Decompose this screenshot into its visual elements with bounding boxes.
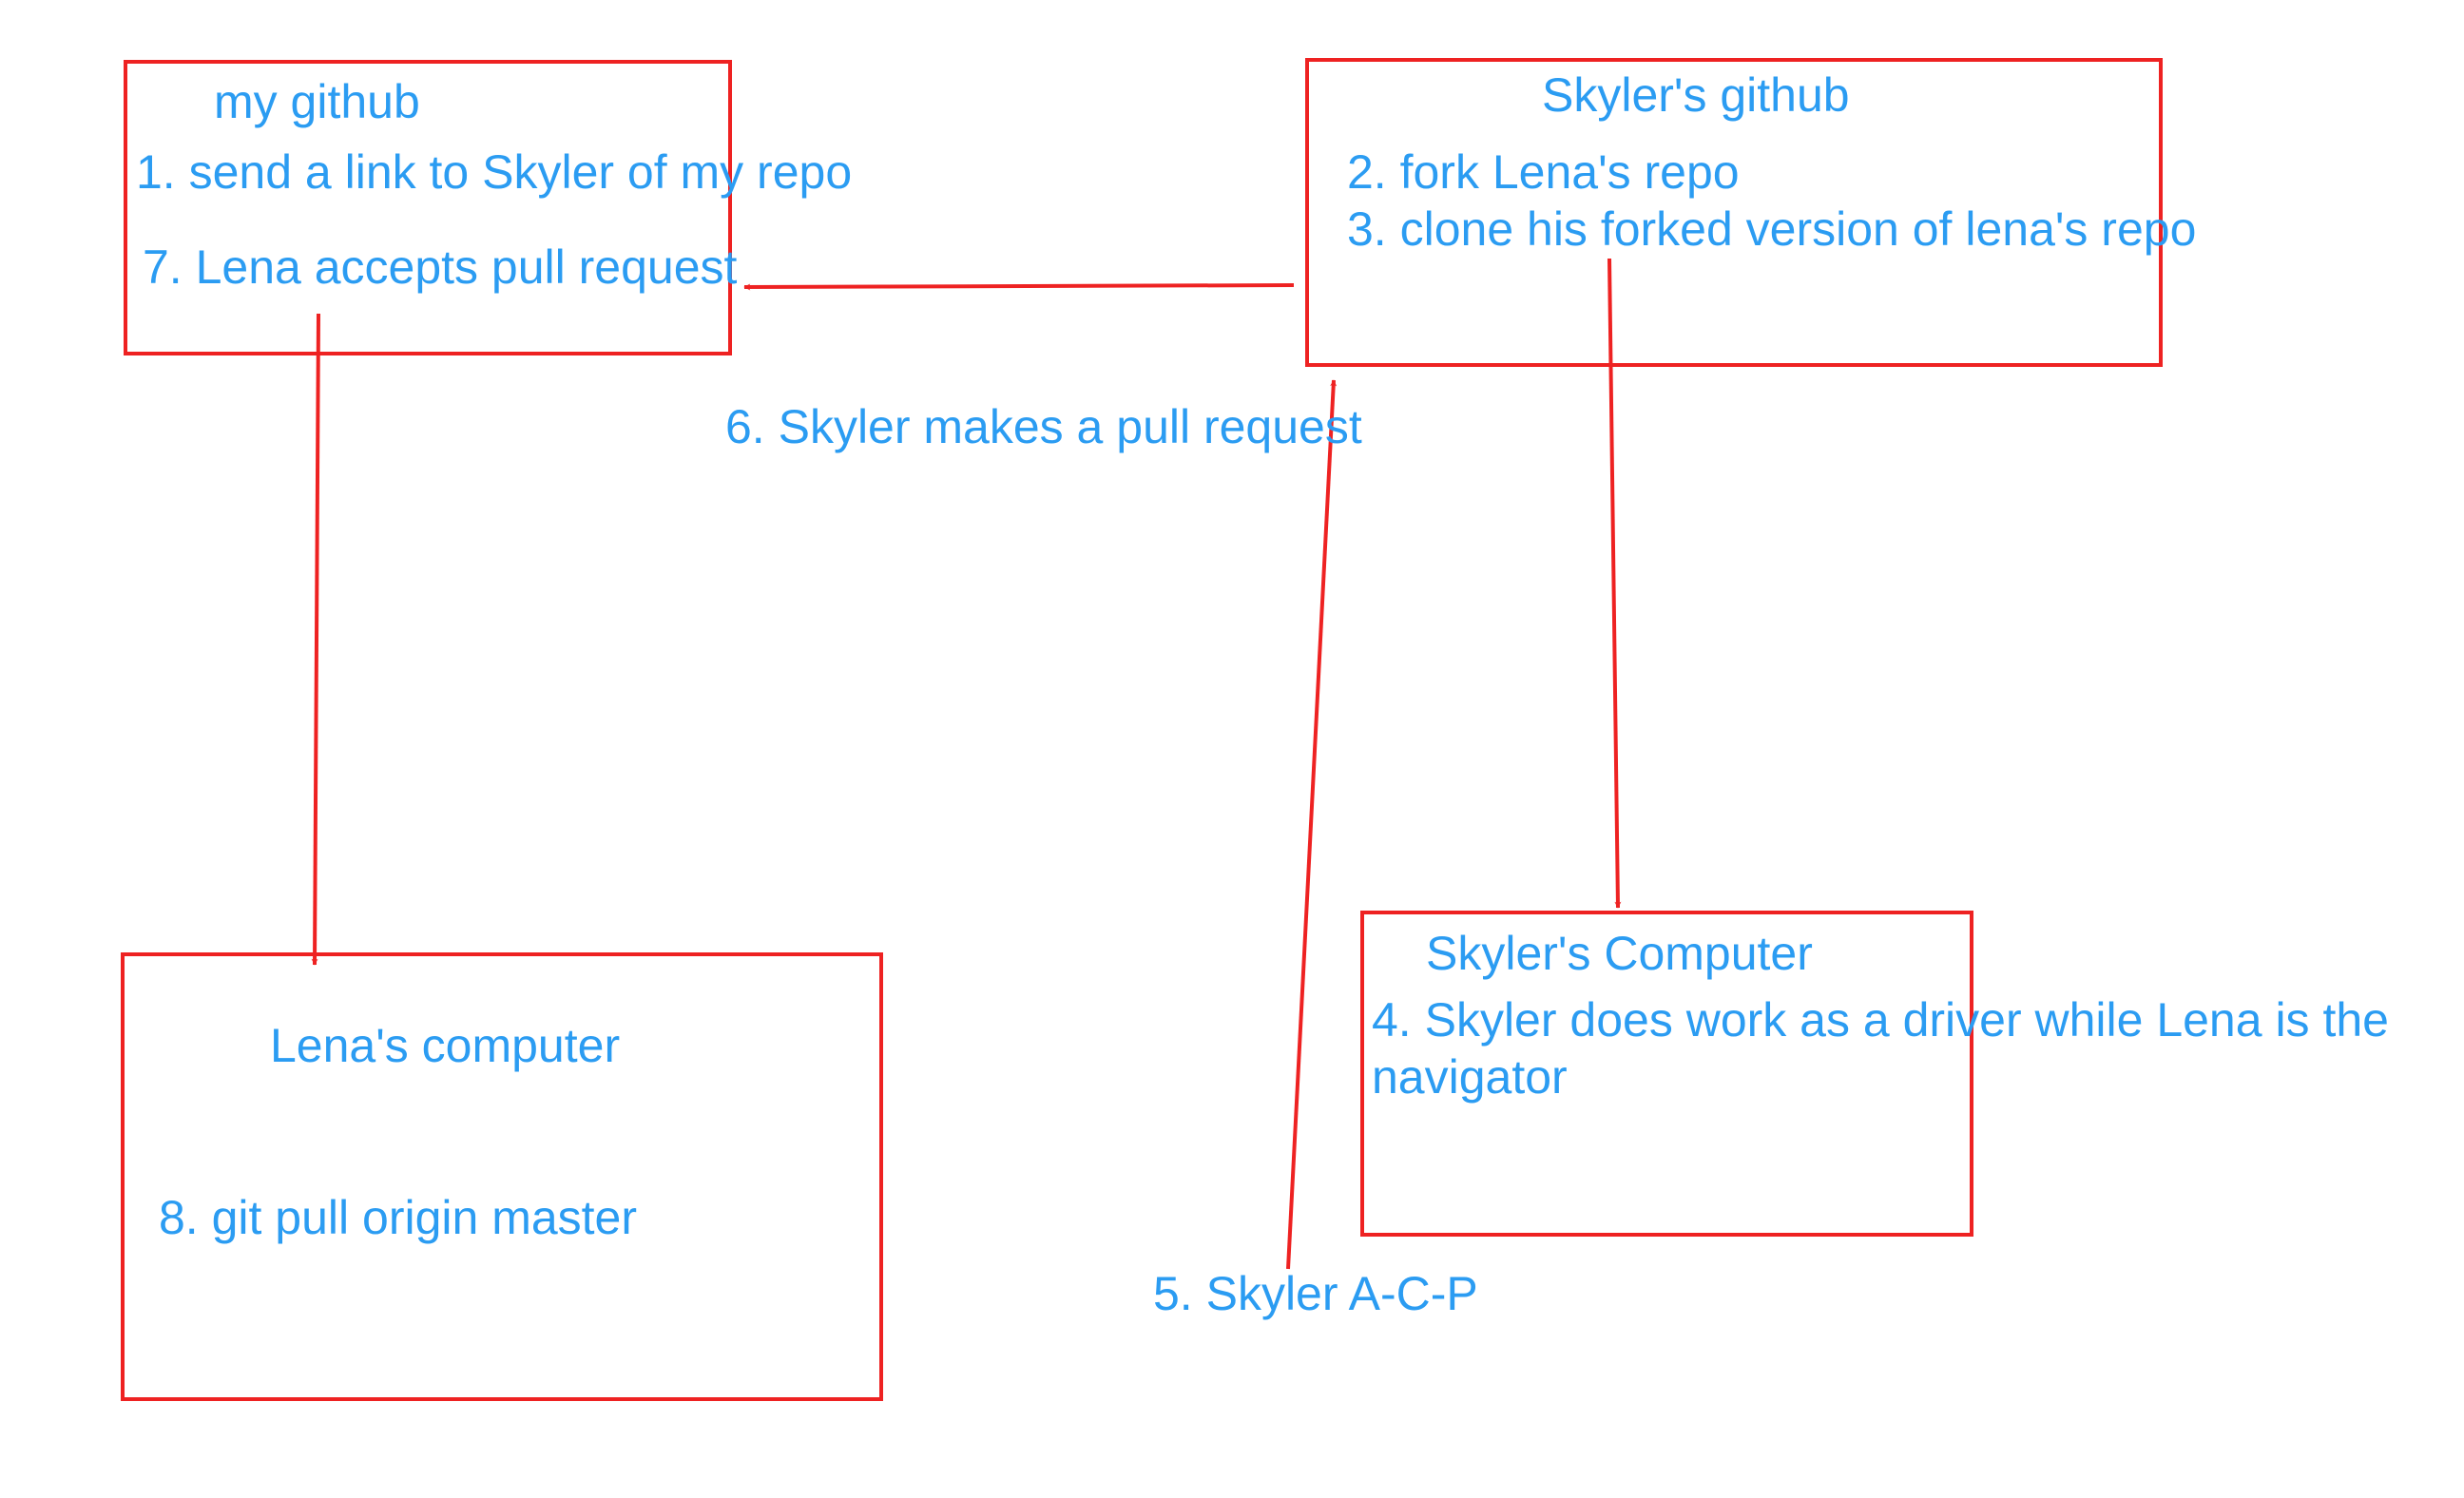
my-github-step-7: 7. Lena accepts pull request (143, 240, 738, 294)
my-github-title: my github (214, 75, 420, 128)
skylers-computer-title: Skyler's Computer (1426, 927, 1813, 980)
my-github-step-1: 1. send a link to Skyler of my repo (136, 145, 852, 199)
arrow-pull-to-lena (311, 313, 320, 966)
skylers-computer-step-4: 4. Skyler does work as a driver while Le… (1372, 993, 2389, 1047)
lenas-computer-step-8: 8. git pull origin master (159, 1191, 637, 1244)
arrow-acp (1286, 379, 1338, 1270)
box-skylers-computer (1360, 911, 1973, 1237)
skylers-github-step-2: 2. fork Lena's repo (1347, 145, 1740, 199)
pull-request-label: 6. Skyler makes a pull request (725, 400, 1362, 453)
skylers-computer-step-4-cont: navigator (1372, 1050, 1568, 1104)
box-my-github (124, 60, 732, 355)
skylers-github-step-3: 3. clone his forked version of lena's re… (1347, 202, 2196, 256)
acp-label: 5. Skyler A-C-P (1153, 1267, 1478, 1320)
box-lenas-computer (121, 952, 883, 1401)
arrow-pull-request (743, 283, 1295, 291)
skylers-github-title: Skyler's github (1542, 68, 1850, 122)
box-skylers-github (1305, 58, 2163, 367)
arrow-clone (1607, 258, 1622, 909)
lenas-computer-title: Lena's computer (270, 1019, 620, 1072)
